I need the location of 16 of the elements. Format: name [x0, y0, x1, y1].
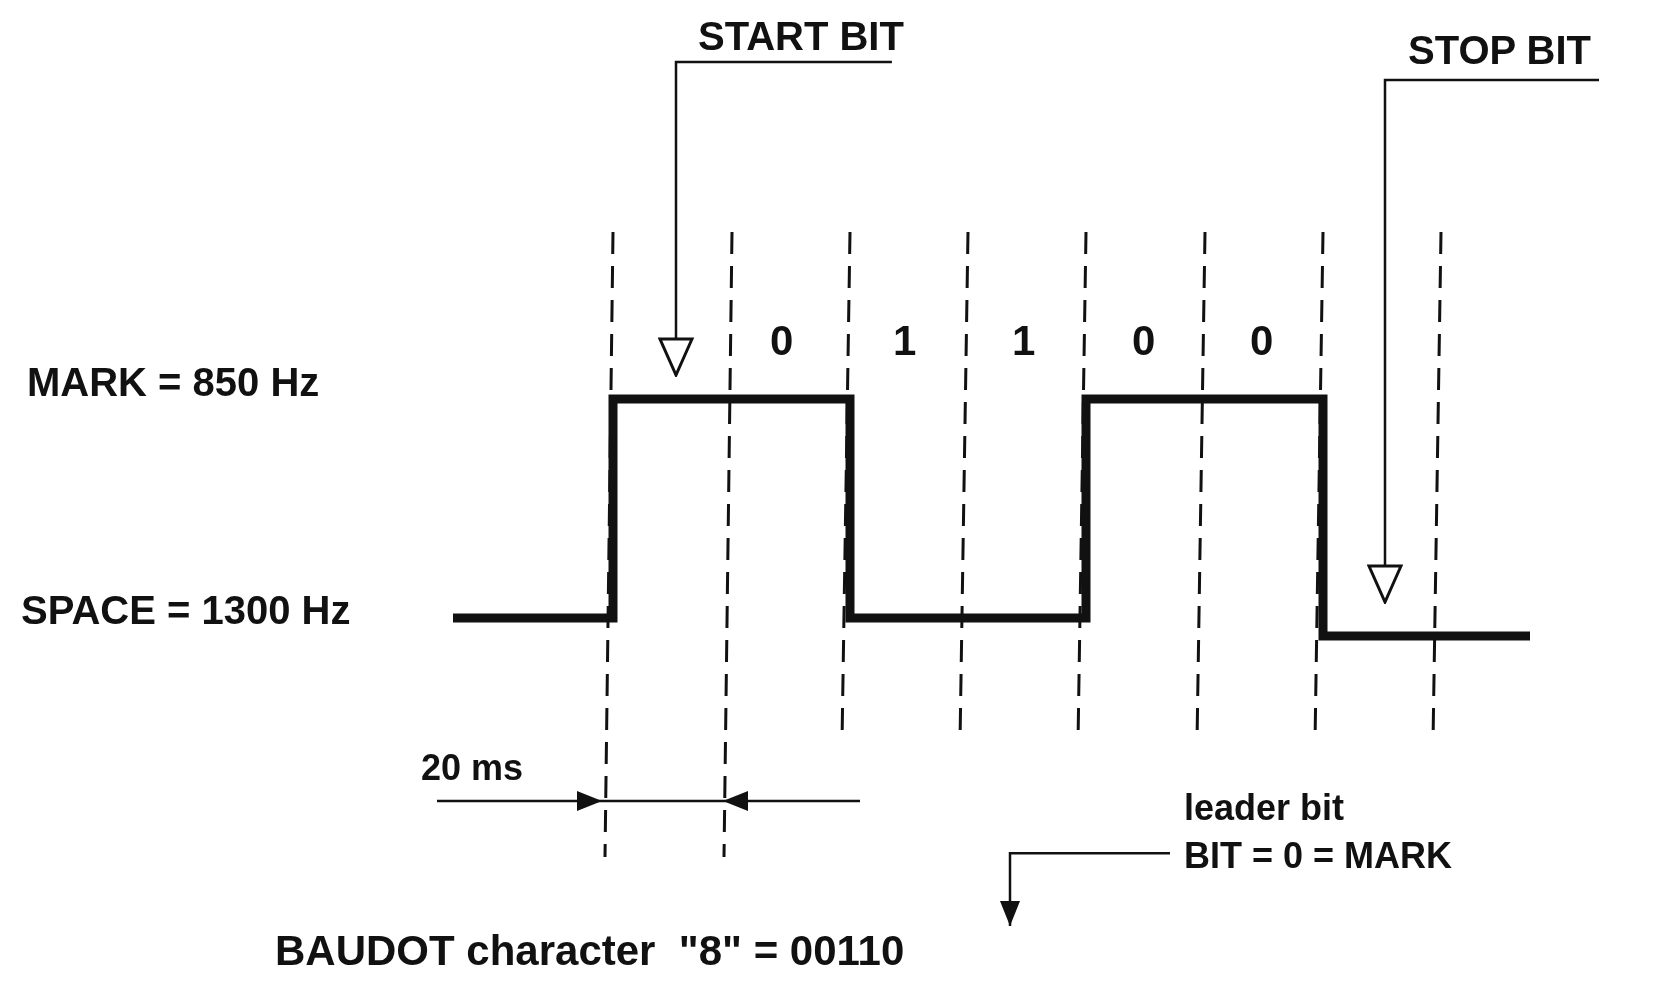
bit-value: 1: [893, 318, 917, 365]
leader-line: [658, 60, 892, 377]
bit-label: STOP BIT: [1408, 28, 1591, 72]
bit-value: 0: [770, 318, 794, 365]
level-label: MARK = 850 Hz: [27, 360, 320, 404]
dimension-label: 20 ms: [421, 748, 524, 788]
leader-line: [1000, 851, 1170, 926]
annotation-text: BIT = 0 = MARK: [1184, 835, 1453, 876]
caption: BAUDOT character "8" = 00110: [275, 928, 905, 975]
annotation-heading: leader bit: [1184, 788, 1346, 828]
bit-value: 0: [1132, 318, 1156, 365]
leader-line: [1367, 78, 1599, 604]
level-label: SPACE = 1300 Hz: [21, 588, 351, 632]
bit-label: START BIT: [698, 14, 904, 58]
bit-value: 0: [1250, 318, 1274, 365]
bit-value: 1: [1012, 318, 1036, 365]
